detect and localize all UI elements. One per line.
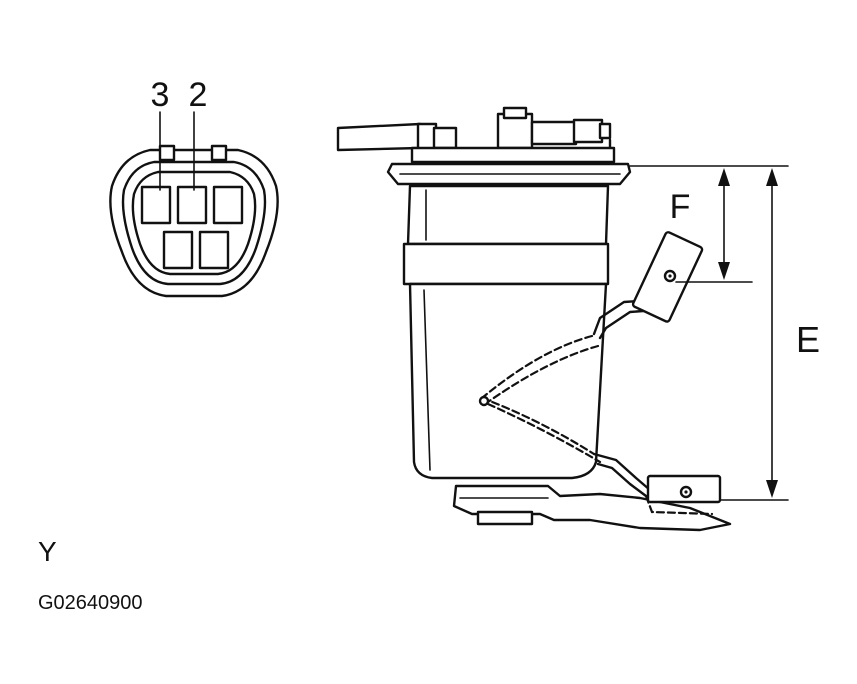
pin-label-3: 3 [151, 76, 170, 114]
figure-id: G02640900 [38, 592, 143, 614]
terminal-4 [198, 230, 230, 270]
terminal-5 [162, 230, 194, 270]
terminal-2 [176, 185, 208, 225]
dimension-label-f: F [670, 188, 691, 226]
dimension-lines [629, 165, 789, 501]
terminal-3 [140, 185, 172, 225]
connector-face [109, 111, 279, 298]
terminal-1 [212, 185, 244, 225]
view-label: Y [38, 536, 57, 567]
fuel-pump-assembly [336, 106, 732, 532]
dimension-label-e: E [796, 319, 820, 360]
pin-label-2: 2 [189, 76, 208, 114]
